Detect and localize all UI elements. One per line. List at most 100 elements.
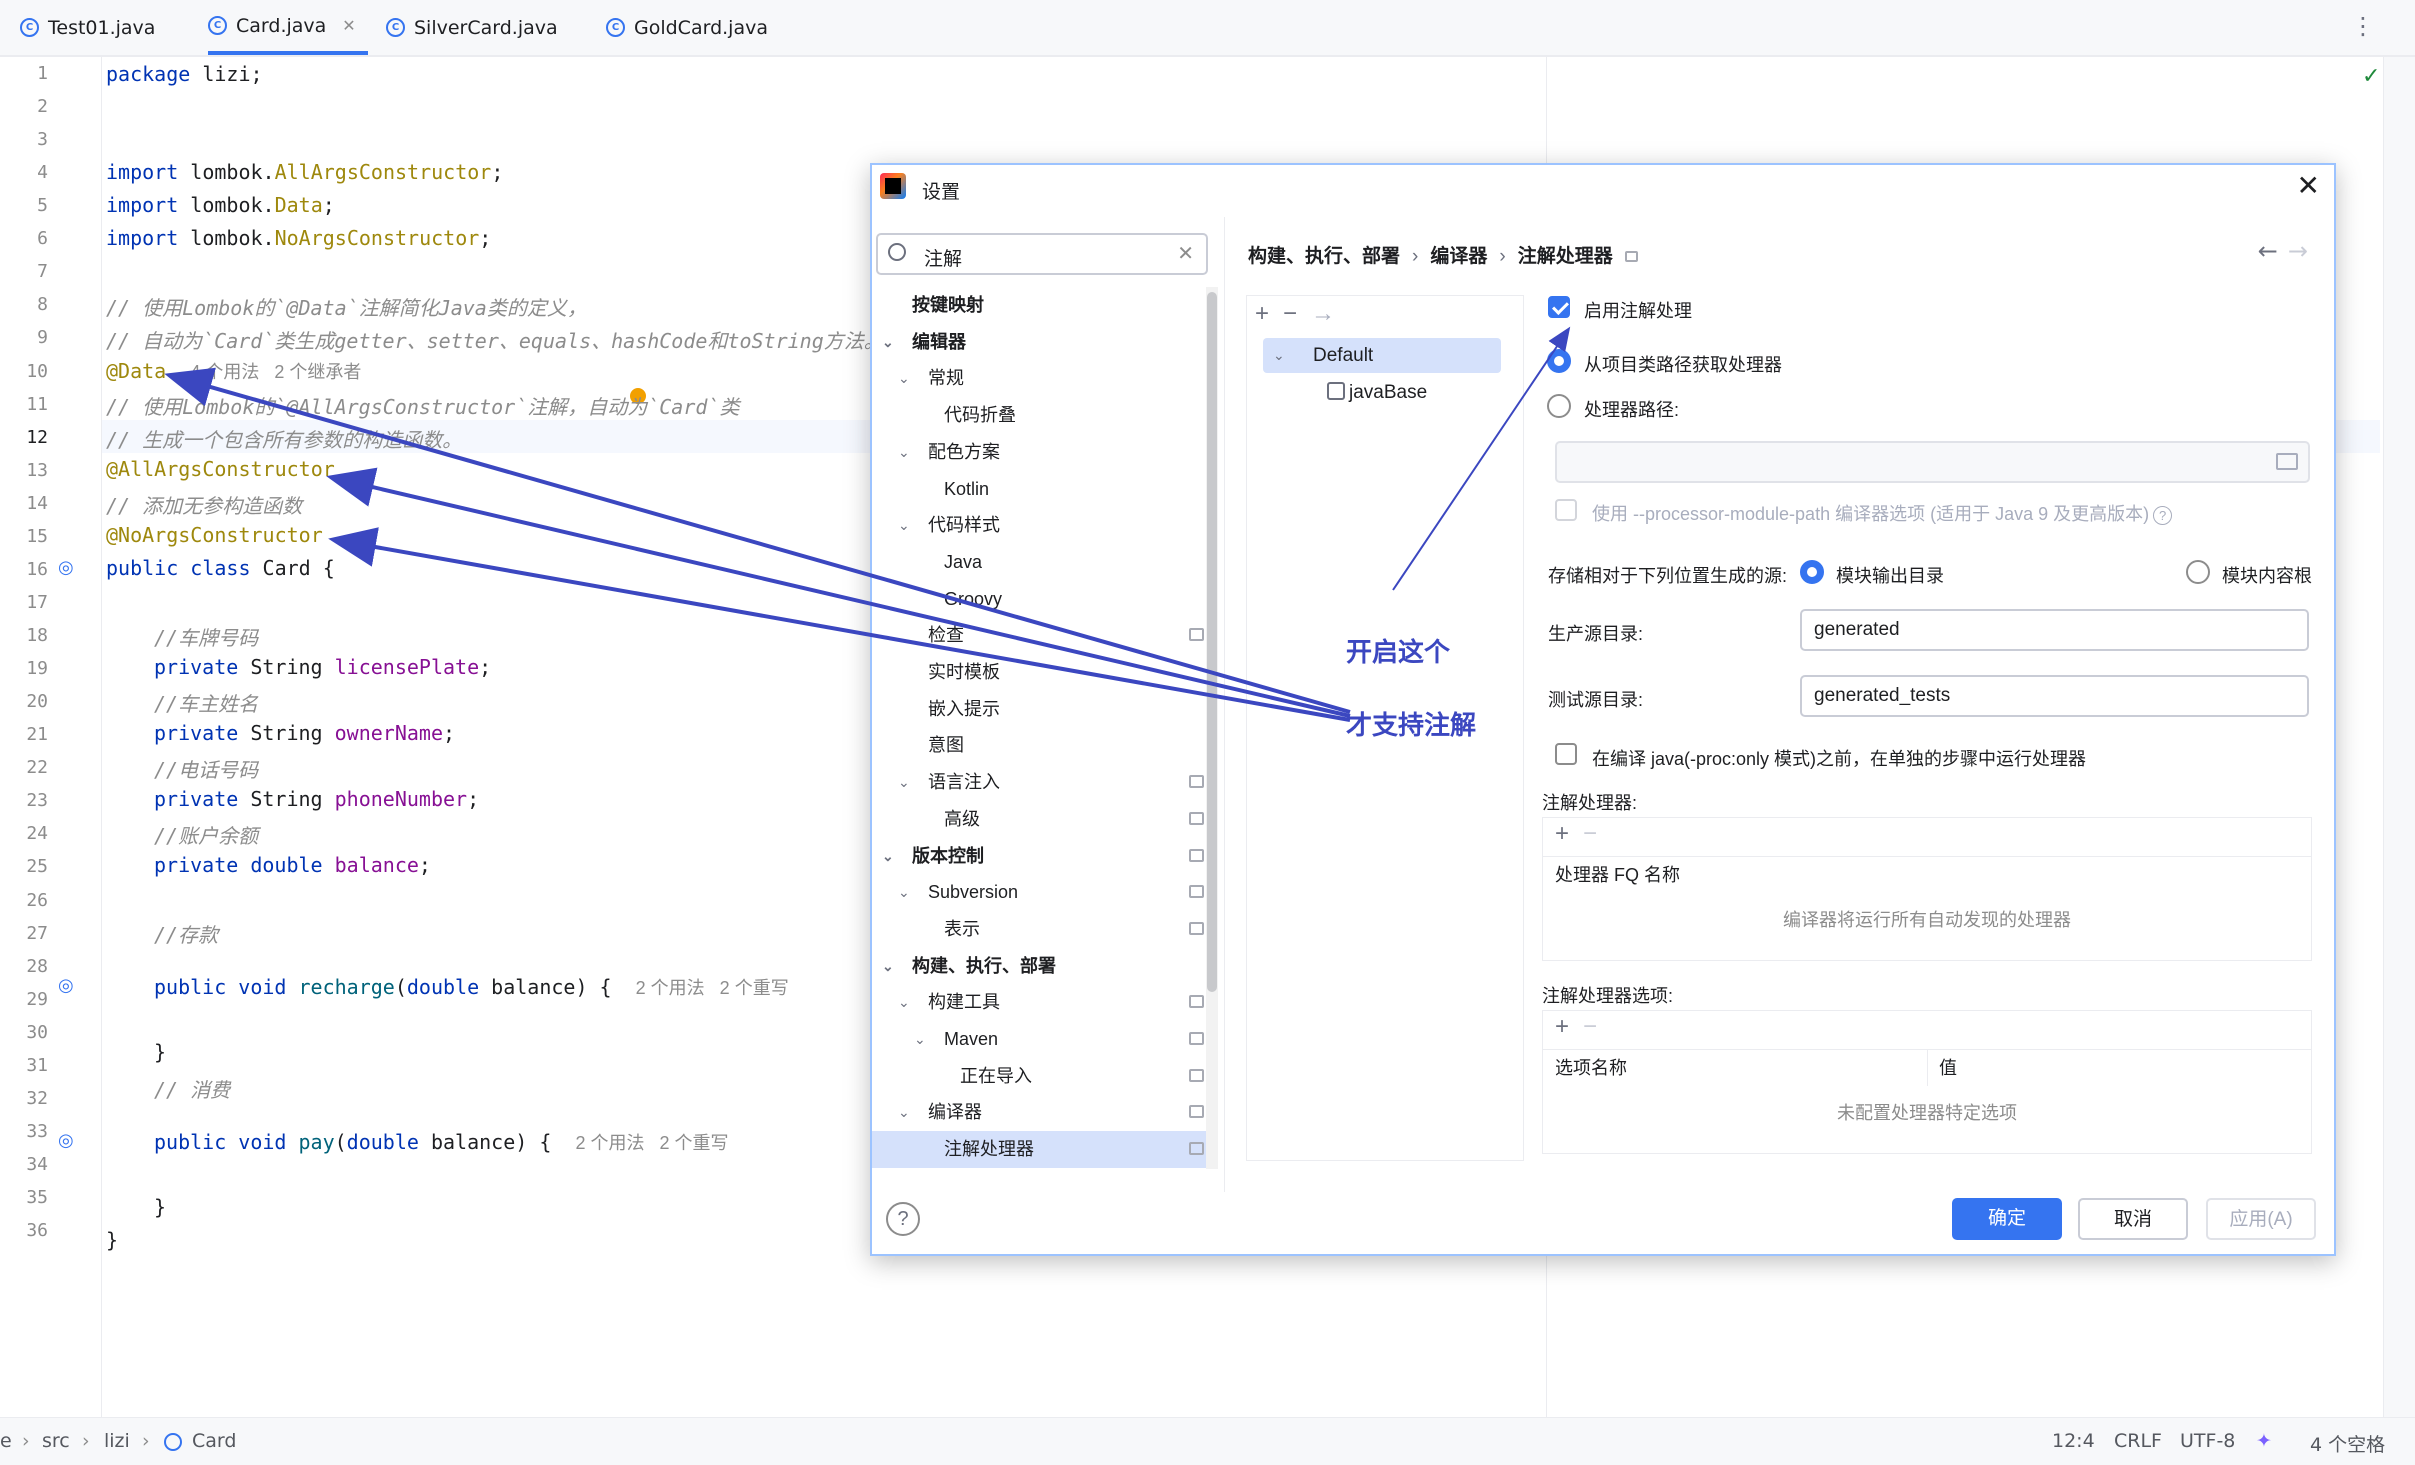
module-content-root-radio[interactable] bbox=[2186, 560, 2210, 584]
tree-item[interactable]: ⌄语言注入 bbox=[872, 764, 1218, 801]
line-number[interactable]: 31 bbox=[26, 1054, 48, 1076]
chevron-down-icon[interactable]: ⌄ bbox=[898, 884, 910, 901]
add-icon[interactable]: + bbox=[1555, 1013, 1584, 1040]
dialog-title-bar[interactable]: 设置 ✕ bbox=[872, 165, 2334, 209]
processor-path-radio[interactable] bbox=[1547, 394, 1571, 418]
ok-button[interactable]: 确定 bbox=[1952, 1198, 2062, 1240]
file-encoding[interactable]: UTF-8 bbox=[2180, 1430, 2236, 1452]
line-number[interactable]: 19 bbox=[26, 658, 48, 680]
indent-setting[interactable]: 4 个空格 bbox=[2310, 1434, 2386, 1456]
tree-item[interactable]: ⌄常规 bbox=[872, 360, 1218, 397]
profile-module[interactable]: javaBase bbox=[1327, 376, 1427, 410]
add-icon[interactable]: + bbox=[1555, 820, 1584, 847]
breadcrumb-item[interactable]: 编译器 bbox=[1430, 246, 1488, 267]
tree-item[interactable]: ⌄配色方案 bbox=[872, 434, 1218, 471]
chevron-down-icon[interactable]: ⌄ bbox=[1273, 347, 1285, 363]
add-icon[interactable]: + bbox=[1255, 300, 1284, 327]
close-icon[interactable]: ✕ bbox=[2296, 170, 2320, 201]
folder-icon[interactable] bbox=[2276, 453, 2298, 470]
chevron-down-icon[interactable]: ⌄ bbox=[882, 957, 894, 974]
module-output-radio[interactable] bbox=[1800, 560, 1824, 584]
tree-item[interactable]: 检查 bbox=[872, 617, 1218, 654]
chevron-down-icon[interactable]: ⌄ bbox=[898, 1104, 910, 1121]
line-number[interactable]: 15 bbox=[26, 525, 48, 547]
usage-hint[interactable]: 2 个用法 2 个重写 bbox=[575, 1133, 729, 1153]
tree-item[interactable]: ⌄编辑器 bbox=[872, 324, 1218, 361]
line-number[interactable]: 28 bbox=[26, 955, 48, 977]
module-path-checkbox[interactable] bbox=[1555, 499, 1577, 521]
line-number[interactable]: 29 bbox=[26, 988, 48, 1010]
tree-item[interactable]: 表示 bbox=[872, 911, 1218, 948]
tab-goldcard[interactable]: C GoldCard.java bbox=[606, 0, 768, 55]
line-number[interactable]: 9 bbox=[37, 327, 48, 349]
remove-icon[interactable]: − bbox=[1283, 300, 1312, 327]
line-number[interactable]: 6 bbox=[37, 228, 48, 250]
line-number[interactable]: 2 bbox=[37, 96, 48, 118]
chevron-down-icon[interactable]: ⌄ bbox=[898, 443, 910, 460]
tab-test01[interactable]: C Test01.java bbox=[20, 0, 155, 55]
back-arrow-icon[interactable]: ← bbox=[2257, 237, 2288, 265]
caret-position[interactable]: 12:4 bbox=[2052, 1430, 2095, 1452]
tree-item[interactable]: ⌄构建工具 bbox=[872, 984, 1218, 1021]
tab-silvercard[interactable]: C SilverCard.java bbox=[386, 0, 558, 55]
column-header[interactable]: 处理器 FQ 名称 bbox=[1555, 865, 1680, 885]
help-icon[interactable]: ? bbox=[2153, 506, 2173, 525]
tree-item[interactable]: ⌄版本控制 bbox=[872, 838, 1218, 875]
clear-icon[interactable]: ✕ bbox=[1177, 243, 1194, 265]
line-number[interactable]: 33 bbox=[26, 1120, 48, 1142]
overridden-icon[interactable]: ◎ bbox=[58, 975, 74, 996]
line-number[interactable]: 22 bbox=[26, 757, 48, 779]
column-header[interactable]: 值 bbox=[1939, 1058, 1957, 1078]
line-number[interactable]: 14 bbox=[26, 492, 48, 514]
line-number[interactable]: 18 bbox=[26, 625, 48, 647]
line-number[interactable]: 11 bbox=[26, 393, 48, 415]
proc-only-checkbox[interactable] bbox=[1555, 743, 1577, 765]
line-number[interactable]: 7 bbox=[37, 261, 48, 283]
close-icon[interactable]: ✕ bbox=[342, 16, 356, 35]
scrollbar-thumb[interactable] bbox=[1207, 292, 1217, 992]
tree-item[interactable]: 意图 bbox=[872, 727, 1218, 764]
tree-item[interactable]: ⌄编译器 bbox=[872, 1094, 1218, 1131]
tree-item[interactable]: 代码折叠 bbox=[872, 397, 1218, 434]
line-number[interactable]: 4 bbox=[37, 162, 48, 184]
breadcrumb-item[interactable]: Card bbox=[192, 1430, 237, 1452]
implemented-icon[interactable]: ◎ bbox=[58, 557, 74, 578]
usage-hint[interactable]: 4 个用法 2 个继承者 bbox=[190, 362, 362, 382]
line-number[interactable]: 30 bbox=[26, 1021, 48, 1043]
editor-scrollbar[interactable] bbox=[2383, 57, 2415, 1417]
more-options-icon[interactable]: ⋮ bbox=[2351, 12, 2375, 40]
tree-item[interactable]: Groovy bbox=[872, 581, 1218, 618]
line-number[interactable]: 12 bbox=[26, 426, 48, 448]
line-number[interactable]: 23 bbox=[26, 790, 48, 812]
inspection-ok-icon[interactable]: ✓ bbox=[2362, 64, 2381, 89]
line-number[interactable]: 1 bbox=[37, 63, 48, 84]
breadcrumb-item[interactable]: src bbox=[42, 1430, 70, 1452]
line-number[interactable]: 24 bbox=[26, 823, 48, 845]
chevron-down-icon[interactable]: ⌄ bbox=[898, 994, 910, 1011]
tree-item[interactable]: ⌄Subversion bbox=[872, 874, 1218, 911]
line-number[interactable]: 8 bbox=[37, 294, 48, 316]
breadcrumb-item[interactable]: e bbox=[0, 1430, 12, 1452]
tree-item[interactable]: ⌄构建、执行、部署 bbox=[872, 948, 1218, 985]
tree-item[interactable]: 按键映射 bbox=[872, 287, 1218, 324]
tree-item[interactable]: Java bbox=[872, 544, 1218, 581]
profile-default[interactable]: ⌄Default bbox=[1263, 338, 1501, 373]
chevron-down-icon[interactable]: ⌄ bbox=[914, 1031, 926, 1047]
chevron-down-icon[interactable]: ⌄ bbox=[882, 333, 894, 350]
remove-icon[interactable]: − bbox=[1583, 820, 1612, 847]
chevron-down-icon[interactable]: ⌄ bbox=[898, 370, 910, 387]
tree-item[interactable]: Kotlin bbox=[872, 471, 1218, 508]
line-number[interactable]: 5 bbox=[37, 195, 48, 217]
remove-icon[interactable]: − bbox=[1583, 1013, 1612, 1040]
overridden-icon[interactable]: ◎ bbox=[58, 1130, 74, 1151]
line-number[interactable]: 25 bbox=[26, 856, 48, 878]
line-number[interactable]: 21 bbox=[26, 724, 48, 746]
breadcrumb-item[interactable]: lizi bbox=[104, 1430, 130, 1452]
usage-hint[interactable]: 2 个用法 2 个重写 bbox=[635, 978, 789, 998]
tree-item[interactable]: 高级 bbox=[872, 801, 1218, 838]
tree-item[interactable]: 嵌入提示 bbox=[872, 691, 1218, 728]
line-number[interactable]: 16 bbox=[26, 558, 48, 580]
tree-scrollbar[interactable] bbox=[1206, 287, 1218, 1169]
line-number[interactable]: 10 bbox=[26, 360, 48, 382]
line-number[interactable]: 17 bbox=[26, 591, 48, 613]
